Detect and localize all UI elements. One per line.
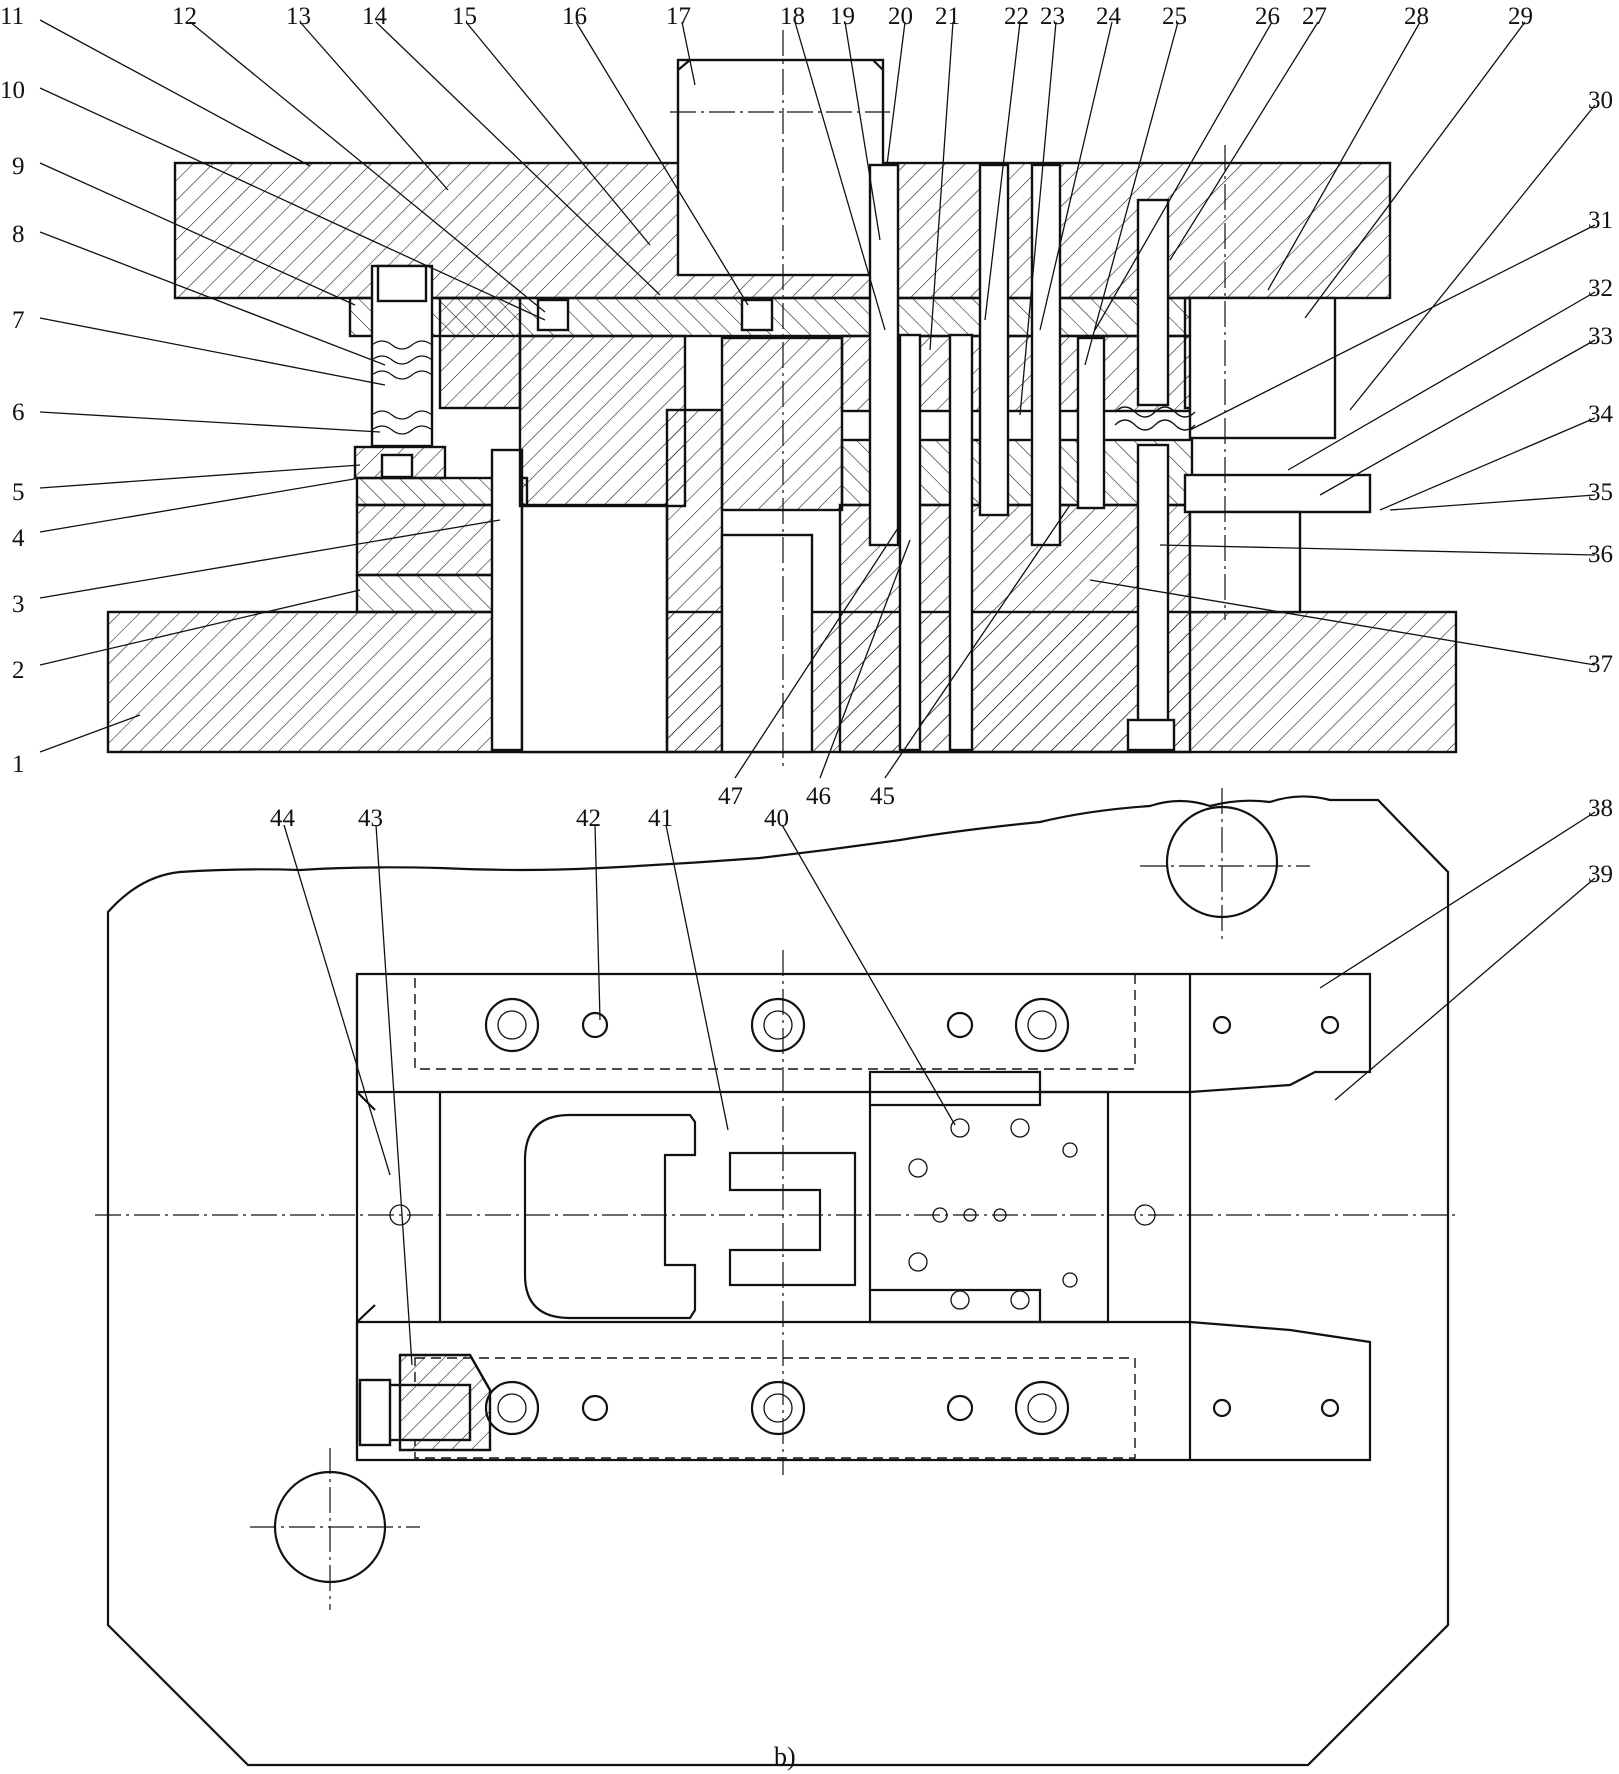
side-stop-screw-head <box>358 1378 392 1447</box>
bolt-head <box>376 264 428 303</box>
part-label-34: 34 <box>1588 401 1614 428</box>
side-block-hatched <box>398 1353 492 1452</box>
part-label-15: 15 <box>452 3 477 30</box>
part-label-31: 31 <box>1588 207 1613 234</box>
part-label-35: 35 <box>1588 479 1613 506</box>
part-label-5: 5 <box>12 479 25 506</box>
bolt-nut <box>380 453 414 479</box>
part-label-39: 39 <box>1588 861 1613 888</box>
punch-plate-40 <box>868 1070 1042 1324</box>
stripper-frame-outer <box>355 972 1372 1094</box>
lower-die-plate-outline <box>106 795 1450 1767</box>
upper-punch-holder <box>518 334 687 508</box>
punch-25 <box>1076 336 1106 510</box>
part-label-29: 29 <box>1508 3 1533 30</box>
part-label-24: 24 <box>1096 3 1122 30</box>
stripper-frame-lower <box>355 1320 1372 1462</box>
guide-bush-top-right <box>1165 805 1279 919</box>
part-label-9: 9 <box>12 153 25 180</box>
section-view <box>106 30 1458 770</box>
punch-23 <box>978 163 1010 517</box>
part-label-25: 25 <box>1162 3 1187 30</box>
part-label-26: 26 <box>1255 3 1280 30</box>
part-label-40: 40 <box>764 805 789 832</box>
part-label-36: 36 <box>1588 541 1613 568</box>
bolts-bottom-row <box>484 1380 1340 1436</box>
part-label-46: 46 <box>806 783 831 810</box>
part-label-33: 33 <box>1588 323 1613 350</box>
part-label-16: 16 <box>562 3 587 30</box>
die-opening-41 <box>523 1113 697 1320</box>
part-label-7: 7 <box>12 307 25 334</box>
die-shank <box>676 58 885 277</box>
spring-coil <box>371 340 433 435</box>
bolts-top-row <box>484 997 1340 1053</box>
part-label-11: 11 <box>0 3 24 30</box>
side-pusher-plate <box>1183 473 1372 514</box>
part-label-37: 37 <box>1588 651 1613 678</box>
part-label-12: 12 <box>172 3 197 30</box>
part-label-45: 45 <box>870 783 895 810</box>
die-opening-center <box>720 533 814 754</box>
part-label-6: 6 <box>12 399 25 426</box>
part-label-10: 10 <box>0 77 25 104</box>
punch-19 <box>868 163 900 547</box>
part-label-38: 38 <box>1588 795 1613 822</box>
left-upper-plate <box>438 296 522 410</box>
part-label-47: 47 <box>718 783 743 810</box>
guide-pillar <box>490 448 524 752</box>
part-label-27: 27 <box>1302 3 1327 30</box>
part-label-1: 1 <box>12 751 25 778</box>
part-label-17: 17 <box>666 3 691 30</box>
part-label-18: 18 <box>780 3 805 30</box>
punch-center <box>720 336 844 512</box>
bolt-36 <box>1136 443 1170 732</box>
side-pusher-block <box>1188 296 1337 440</box>
pierce-holes <box>389 1118 1156 1310</box>
bolt-36-head <box>1126 718 1176 752</box>
hidden-outline-bottom <box>414 1357 1136 1459</box>
part-number-labels: 1 2 3 4 5 6 7 8 9 10 11 12 13 14 15 16 1… <box>0 3 1614 888</box>
hidden-outline-top <box>414 973 1136 1070</box>
part-label-28: 28 <box>1404 3 1429 30</box>
figure-caption: b) <box>774 1742 796 1771</box>
die-opening-left <box>520 503 669 754</box>
part-label-4: 4 <box>12 525 25 552</box>
screw-head-14 <box>536 298 570 332</box>
part-label-43: 43 <box>358 805 383 832</box>
part-label-8: 8 <box>12 221 25 248</box>
part-label-41: 41 <box>648 805 673 832</box>
part-label-2: 2 <box>12 657 25 684</box>
part-label-23: 23 <box>1040 3 1065 30</box>
leader-lines <box>39 19 1596 1366</box>
punch-21 <box>898 333 922 752</box>
screw-head-16 <box>740 298 774 332</box>
part-label-21: 21 <box>935 3 960 30</box>
spring-31 <box>1114 406 1196 431</box>
part-label-3: 3 <box>12 591 25 618</box>
part-label-44: 44 <box>270 805 296 832</box>
part-label-14: 14 <box>362 3 388 30</box>
side-block-lower <box>1188 510 1302 614</box>
die-slot-u <box>728 1151 857 1287</box>
punch-24 <box>1030 163 1062 547</box>
part-label-32: 32 <box>1588 275 1613 302</box>
ejector-pin <box>1136 198 1170 407</box>
part-label-30: 30 <box>1588 87 1613 114</box>
part-label-13: 13 <box>286 3 311 30</box>
part-label-20: 20 <box>888 3 913 30</box>
shank-top-chamfer <box>677 59 691 71</box>
part-label-42: 42 <box>576 805 601 832</box>
punch-22 <box>948 333 974 752</box>
part-label-19: 19 <box>830 3 855 30</box>
part-label-22: 22 <box>1004 3 1029 30</box>
plan-view <box>95 788 1460 1767</box>
shank-top-chamfer-r <box>872 59 884 71</box>
